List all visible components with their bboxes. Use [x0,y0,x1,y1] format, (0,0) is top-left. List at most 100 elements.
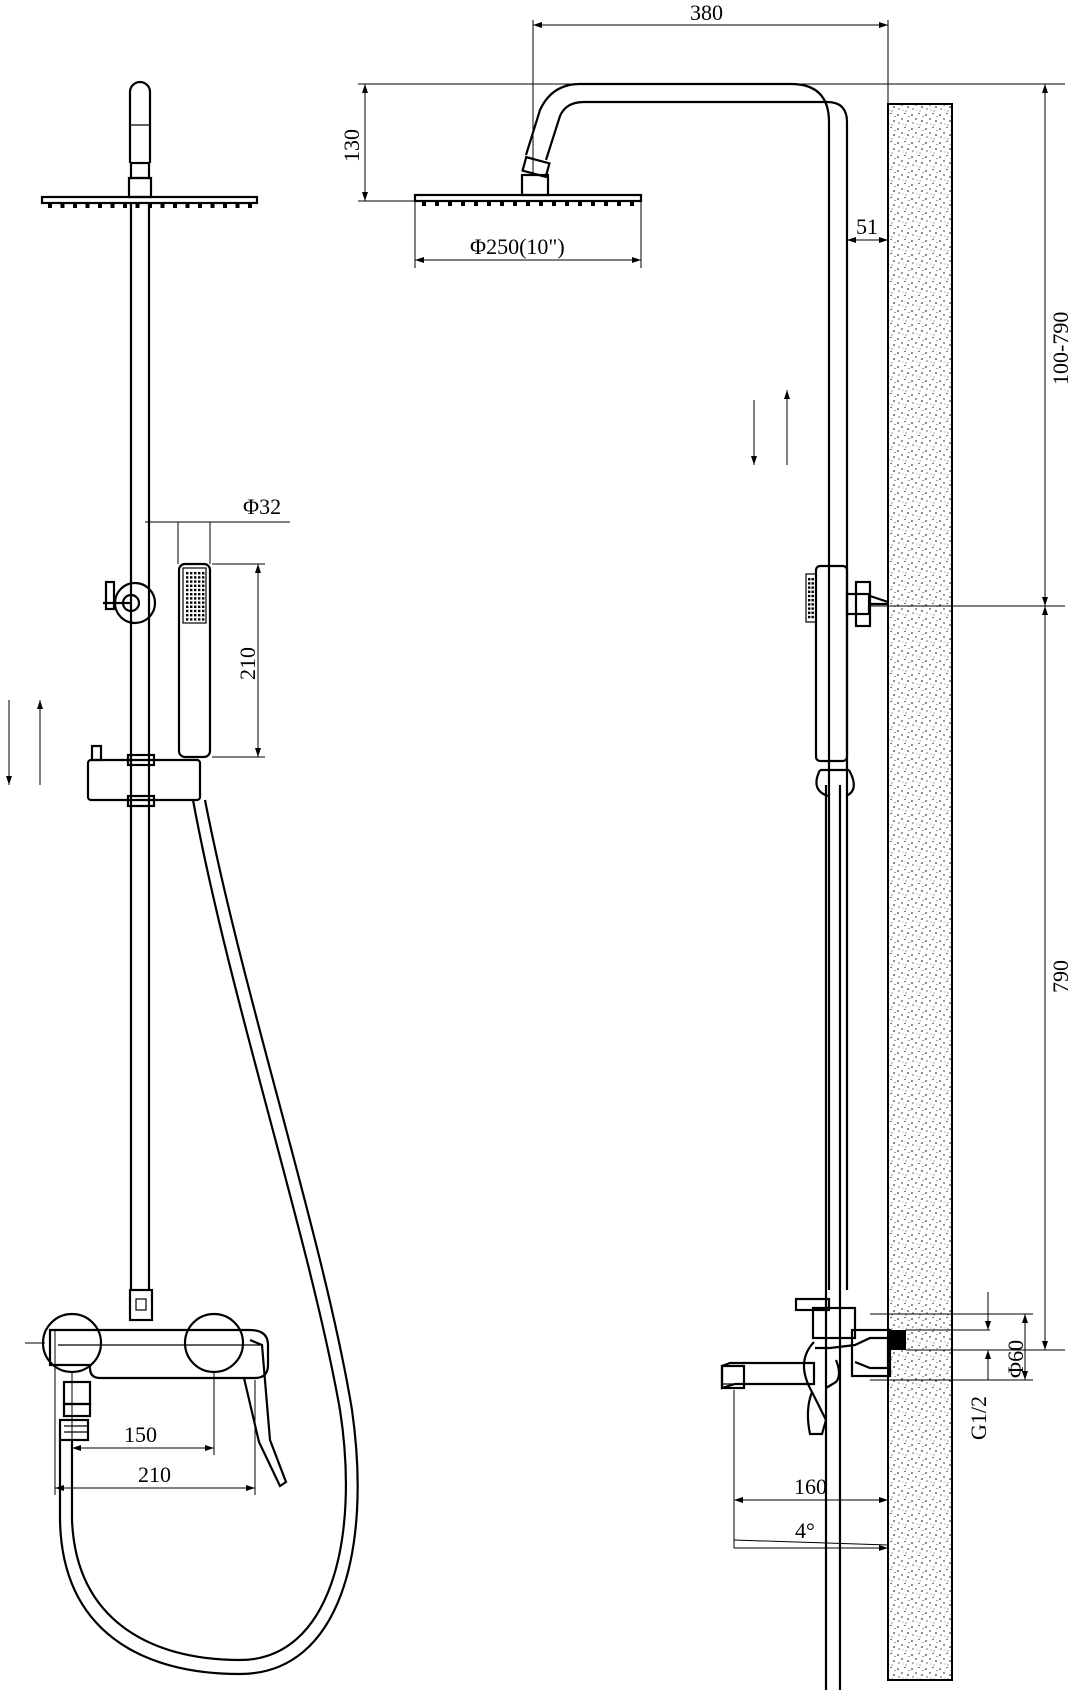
label-angle-4: 4° [795,1518,815,1543]
spray-hole [198,580,201,583]
spray-hole [198,618,201,621]
spray-hole [808,599,811,602]
spray-hole [194,580,197,583]
nozzle-mark [198,203,202,208]
spray-hole [198,572,201,575]
spray-hole [194,601,197,604]
spray-hole [194,618,197,621]
nozzle-mark [630,201,634,206]
label-range-100-790: 100-790 [1048,312,1073,385]
nozzle-mark [223,203,227,208]
hand-shower-side [805,564,849,763]
nozzle-mark [435,201,439,206]
spray-hole [186,614,189,617]
wall-section [887,103,953,1681]
spray-hole [190,584,193,587]
spray-hole [198,593,201,596]
spray-hole [808,594,811,598]
nozzle-mark [210,203,215,208]
spray-hole [811,578,814,581]
spray-hole [811,611,814,614]
spray-hole [808,615,811,619]
shower-hose [70,799,347,1662]
spray-hole [202,601,205,604]
spray-hole [811,603,814,606]
spray-hole [190,605,193,608]
rain-shower-head-side [413,193,643,206]
spray-hole [202,605,205,608]
spray-hole [198,576,201,579]
nozzle-mark [565,201,569,206]
nozzle-mark [591,201,595,206]
spray-hole [811,599,814,602]
nozzle-mark [487,201,491,206]
spray-hole [186,597,189,600]
spray-hole [186,584,189,587]
nozzle-mark [98,203,102,208]
label-offset-51: 51 [856,214,878,239]
slider-side [815,769,855,798]
spray-hole [186,588,189,592]
nozzle-mark [110,203,115,208]
arm-connector [129,161,151,180]
spray-hole [190,618,193,621]
spray-hole [186,572,189,575]
spray-hole [202,584,205,587]
spray-hole [190,576,193,579]
slider-bracket [86,744,202,808]
nozzle-mark [578,201,582,206]
nozzle-mark [60,203,65,208]
nozzle-mark [617,201,621,206]
nozzle-mark [604,201,608,206]
mixer-body-front [41,1312,288,1488]
spray-hole [202,618,205,621]
spray-hole [194,584,197,587]
spray-hole [190,593,193,596]
spray-hole [190,580,193,583]
spray-hole [198,584,201,587]
nozzle-mark [513,201,517,206]
nozzle-mark [500,201,504,206]
spray-hole [198,588,201,592]
spray-hole [202,572,205,575]
spray-hole [186,618,189,621]
spray-hole [194,609,197,613]
nozzle-mark [474,201,478,206]
nozzle-mark [235,203,240,208]
nozzle-mark [123,203,127,208]
spray-hole [198,601,201,604]
spray-hole [202,593,205,596]
hand-shower [177,562,212,759]
label-hand-diameter: Φ32 [243,494,281,519]
spray-hole [202,609,205,613]
nozzle-mark [448,201,452,206]
spray-hole [194,593,197,596]
diverter-side [794,1297,857,1340]
nozzle-mark [160,203,165,208]
label-height-790: 790 [1048,960,1073,993]
label-hand-length: 210 [235,647,260,680]
label-width-380: 380 [690,0,723,25]
hose-nut-front [58,1380,92,1442]
spray-hole [194,597,197,600]
nozzle-mark [135,203,140,208]
spray-hole [194,605,197,608]
spray-hole [808,611,811,614]
spray-hole [202,580,205,583]
spray-hole [194,614,197,617]
spray-hole [194,572,197,575]
spray-hole [198,614,201,617]
nozzle-mark [48,203,52,208]
spray-hole [190,597,193,600]
spray-hole [808,586,811,589]
nozzle-mark [248,203,252,208]
spray-hole [808,607,811,610]
spray-hole [811,586,814,589]
spray-hole [186,605,189,608]
nozzle-mark [539,201,543,206]
spray-hole [186,593,189,596]
spray-hole [811,607,814,610]
nozzle-mark [173,203,177,208]
spray-hole [194,588,197,592]
